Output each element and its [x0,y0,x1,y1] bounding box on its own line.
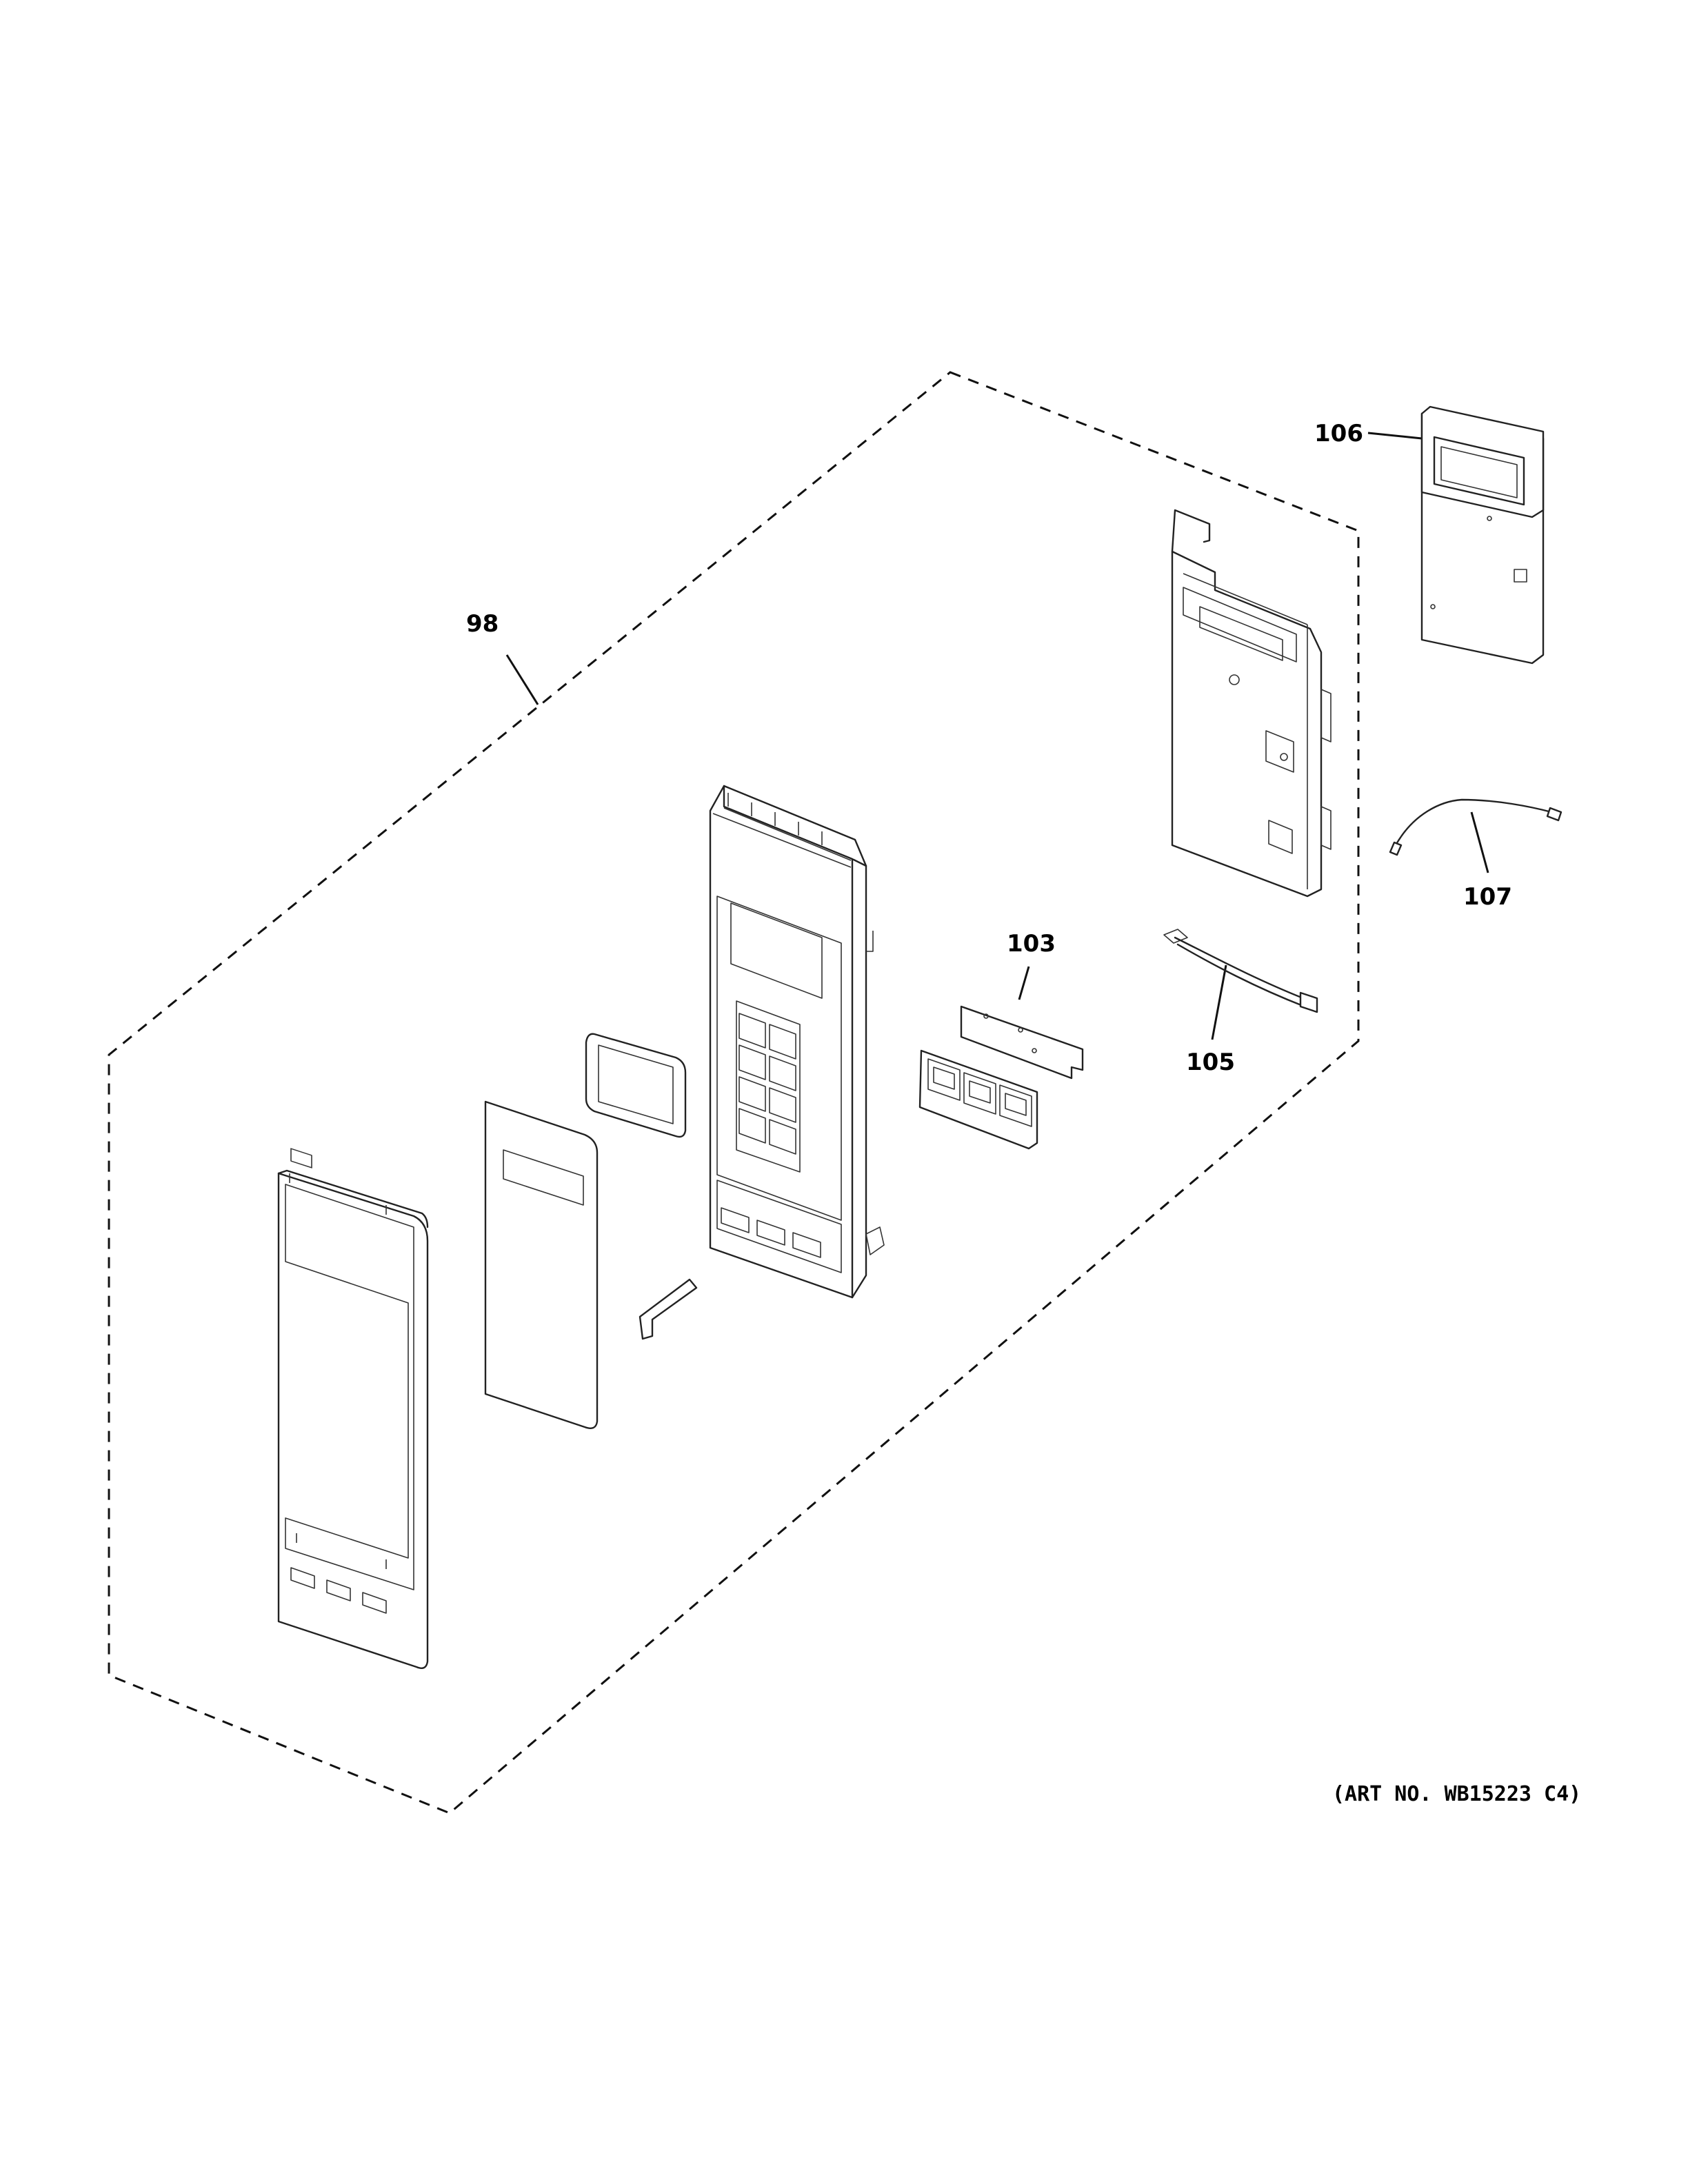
callout-103: 103 [1007,930,1056,958]
keyboard-pcb [918,1049,1038,1150]
leader-105 [1211,964,1227,1040]
callout-107: 107 [1463,883,1512,911]
leader-103 [1018,966,1030,1000]
art-number: (ART NO. WB15223 C4) [1332,1782,1581,1806]
leader-107 [1470,811,1489,873]
callout-105: 105 [1186,1049,1235,1076]
leader-98 [505,654,539,705]
front-panel [277,1148,429,1669]
callout-106: 106 [1314,420,1363,447]
part-106-display-board [1420,405,1545,665]
membrane-overlay [484,1100,599,1429]
callout-98: 98 [466,610,499,638]
rear-bracket [1171,509,1332,898]
part-103-board [960,1005,1084,1080]
assembly-boundary [108,371,1360,1814]
control-panel-housing [709,785,885,1299]
part-105-wire-harness [1163,929,1318,1013]
latch-clip [639,1278,698,1340]
part-107-wire [1389,798,1563,856]
window-gasket [585,1033,687,1138]
leader-106 [1367,432,1423,440]
